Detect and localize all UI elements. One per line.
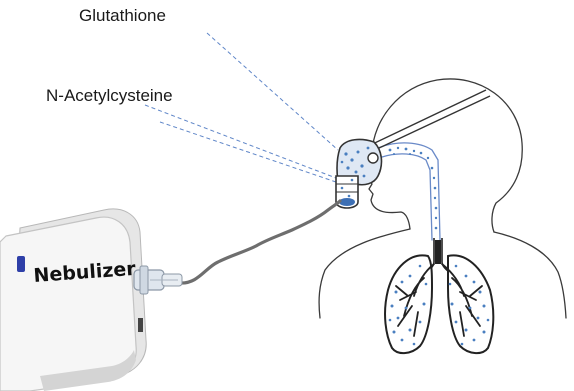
nebulizer-device-icon: Nebulizer: [0, 209, 146, 391]
right-lung: [448, 255, 493, 353]
power-indicator: [17, 256, 25, 272]
glutathione-leader: [207, 33, 338, 150]
tubing: [180, 201, 340, 283]
airway-upper-2: [382, 154, 432, 240]
mask-valve: [368, 153, 378, 163]
torso-outline-right: [494, 232, 566, 318]
glutathione-label: Glutathione: [79, 6, 166, 26]
n-acetylcysteine-label: N-Acetylcysteine: [46, 86, 173, 106]
lungs-icon: [385, 238, 493, 353]
connector-icon: [134, 266, 182, 294]
nac-leader-2: [160, 122, 336, 182]
head-outline: [372, 79, 522, 232]
nac-leader: [145, 105, 336, 178]
callout-lines: [145, 33, 338, 182]
